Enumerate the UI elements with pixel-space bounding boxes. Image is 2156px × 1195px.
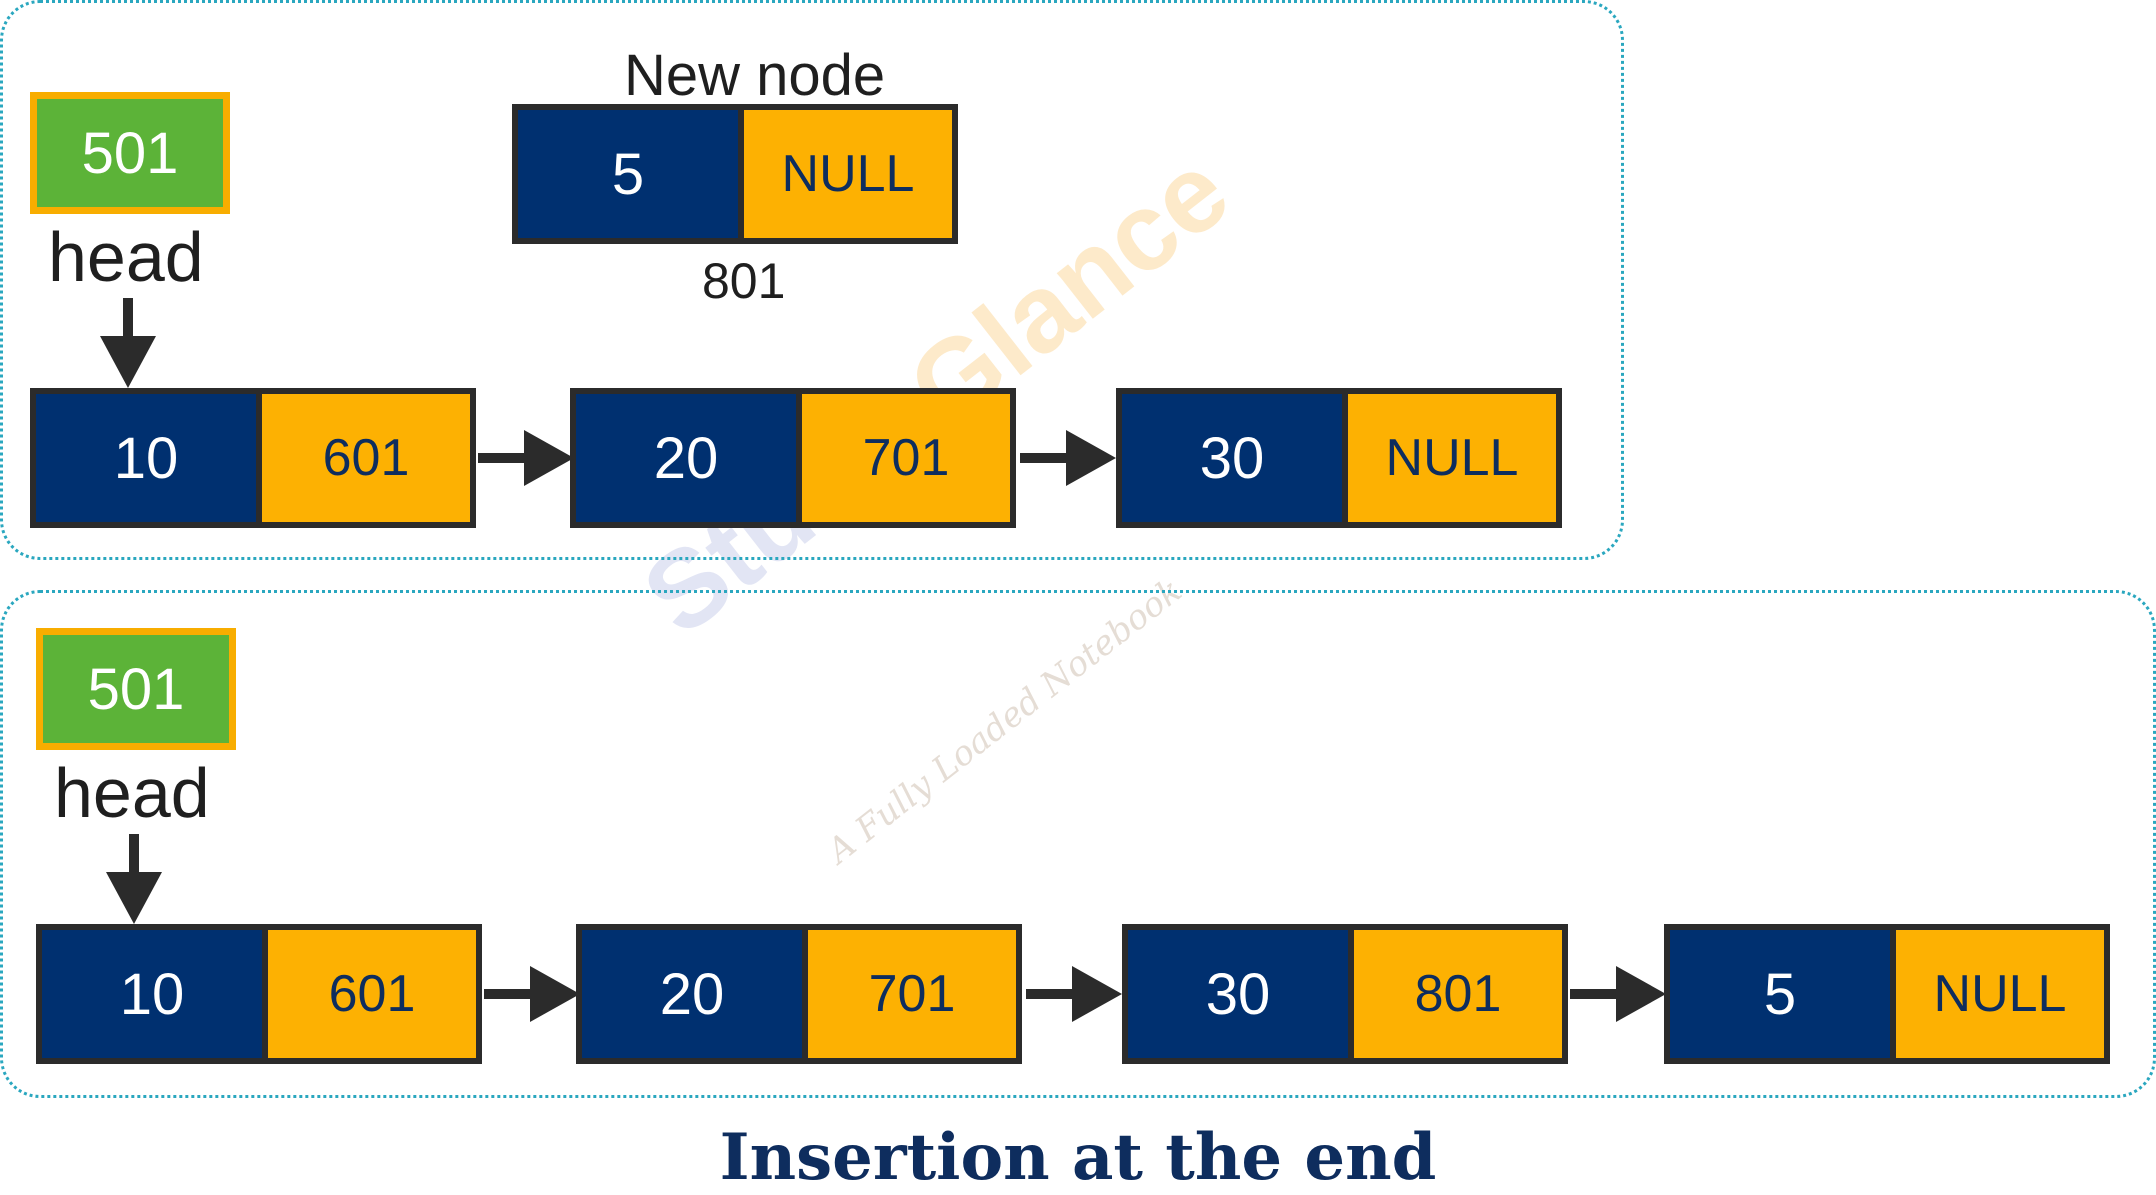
node-next: 601 xyxy=(268,930,476,1058)
after-link-arrow-3 xyxy=(1570,966,1666,1022)
node-next: 601 xyxy=(262,394,470,522)
before-head-label: head xyxy=(48,218,204,296)
new-node-data: 5 xyxy=(518,110,738,238)
node-data: 20 xyxy=(582,930,802,1058)
after-node-4: 5 NULL xyxy=(1664,924,2110,1064)
before-node-3: 30 NULL xyxy=(1116,388,1562,528)
after-panel xyxy=(0,590,2156,1098)
before-node-2: 20 701 xyxy=(570,388,1016,528)
new-node-next: NULL xyxy=(744,110,952,238)
after-link-arrow-2 xyxy=(1026,966,1122,1022)
before-link-arrow-2 xyxy=(1020,430,1116,486)
node-data: 30 xyxy=(1122,394,1342,522)
before-panel xyxy=(0,0,1624,560)
before-head-box: 501 xyxy=(30,92,230,214)
after-head-box: 501 xyxy=(36,628,236,750)
after-head-arrow xyxy=(106,834,162,924)
node-next: 801 xyxy=(1354,930,1562,1058)
node-next: NULL xyxy=(1348,394,1556,522)
node-data: 30 xyxy=(1128,930,1348,1058)
node-next: 701 xyxy=(802,394,1010,522)
after-node-3: 30 801 xyxy=(1122,924,1568,1064)
before-head-arrow xyxy=(100,298,156,388)
before-link-arrow-1 xyxy=(478,430,574,486)
node-data: 20 xyxy=(576,394,796,522)
diagram-caption: Insertion at the end xyxy=(719,1120,1437,1195)
node-data: 5 xyxy=(1670,930,1890,1058)
after-node-1: 10 601 xyxy=(36,924,482,1064)
new-node-address: 801 xyxy=(702,253,786,309)
node-data: 10 xyxy=(42,930,262,1058)
node-next: 701 xyxy=(808,930,1016,1058)
node-next: NULL xyxy=(1896,930,2104,1058)
after-link-arrow-1 xyxy=(484,966,580,1022)
new-node: 5 NULL xyxy=(512,104,958,244)
after-head-label: head xyxy=(54,754,210,832)
new-node-title: New node xyxy=(624,43,886,108)
after-node-2: 20 701 xyxy=(576,924,1022,1064)
node-data: 10 xyxy=(36,394,256,522)
before-node-1: 10 601 xyxy=(30,388,476,528)
